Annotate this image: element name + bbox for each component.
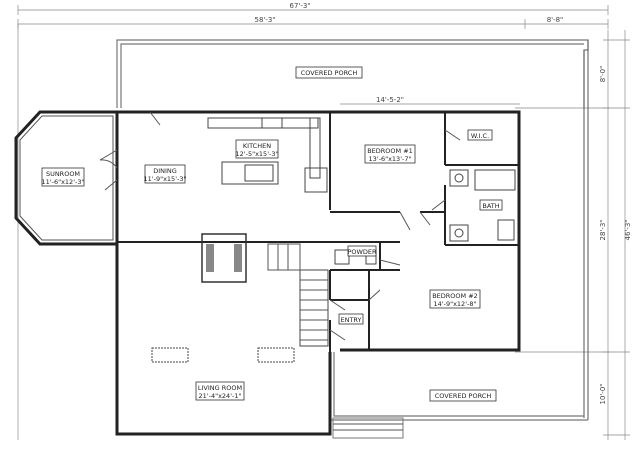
dimension-lines (17, 5, 630, 440)
svg-text:ENTRY: ENTRY (340, 316, 361, 324)
kitchen-fixtures (207, 117, 328, 193)
interior-walls (117, 112, 519, 352)
room-label-sunroom: SUNROOM 11'-6"x12'-3" (42, 167, 85, 187)
porch-depth-dim: 8'-0" (599, 66, 607, 83)
exterior-walls (115, 110, 521, 436)
svg-text:14'-9"x12'-8": 14'-9"x12'-8" (434, 300, 477, 308)
doors (99, 111, 461, 341)
covered-porch-top (116, 39, 589, 420)
svg-text:COVERED PORCH: COVERED PORCH (301, 69, 358, 77)
bath-fixtures (334, 169, 516, 265)
room-label-entry: ENTRY (338, 313, 364, 325)
room-label-kitchen: KITCHEN 12'-5"x15'-3" (236, 139, 279, 159)
interior-span-dim: 14'-5-2" (376, 96, 404, 104)
room-label-dining: DINING 11'-9"x15'-3" (144, 164, 187, 184)
room-label-bath: BATH (479, 199, 503, 211)
svg-text:LIVING ROOM: LIVING ROOM (198, 384, 242, 392)
svg-text:11'-9"x15'-3": 11'-9"x15'-3" (144, 175, 187, 183)
fireplace (201, 233, 247, 283)
svg-text:W.I.C.: W.I.C. (471, 132, 489, 140)
room-label-powder: POWDER (347, 245, 377, 257)
front-porch-depth-dim: 10'-0" (599, 383, 607, 404)
room-label-porch-bottom: COVERED PORCH (429, 389, 497, 402)
living-fixtures (151, 347, 295, 363)
svg-text:12'-5"x15'-3": 12'-5"x15'-3" (236, 150, 279, 158)
room-label-bedroom1: BEDROOM #1 13'-6"x13'-7" (364, 144, 416, 164)
svg-text:KITCHEN: KITCHEN (243, 142, 271, 150)
main-width-dim: 58'-3" (254, 16, 275, 24)
svg-text:BEDROOM #2: BEDROOM #2 (432, 292, 478, 300)
stairs (267, 243, 329, 347)
svg-text:11'-6"x12'-3": 11'-6"x12'-3" (42, 178, 85, 186)
overall-width-dim: 67'-3" (289, 2, 310, 10)
svg-text:BEDROOM #1: BEDROOM #1 (367, 147, 413, 155)
svg-text:13'-6"x13'-7": 13'-6"x13'-7" (369, 155, 412, 163)
room-label-wic: W.I.C. (467, 129, 493, 141)
svg-text:SUNROOM: SUNROOM (46, 170, 80, 178)
room-label-porch-top: COVERED PORCH (295, 66, 363, 79)
room-label-living: LIVING ROOM 21'-4"x24'-1" (195, 381, 245, 401)
svg-text:COVERED PORCH: COVERED PORCH (435, 392, 492, 400)
mid-height-dim: 28'-3" (599, 219, 607, 240)
svg-text:POWDER: POWDER (347, 248, 377, 256)
overall-height-dim: 46'-3" (624, 219, 632, 240)
svg-text:BATH: BATH (482, 202, 499, 210)
room-label-bedroom2: BEDROOM #2 14'-9"x12'-8" (429, 289, 481, 309)
svg-text:21'-4"x24'-1": 21'-4"x24'-1" (199, 392, 242, 400)
right-offset-dim: 8'-8" (547, 16, 564, 24)
svg-text:DINING: DINING (153, 167, 177, 175)
